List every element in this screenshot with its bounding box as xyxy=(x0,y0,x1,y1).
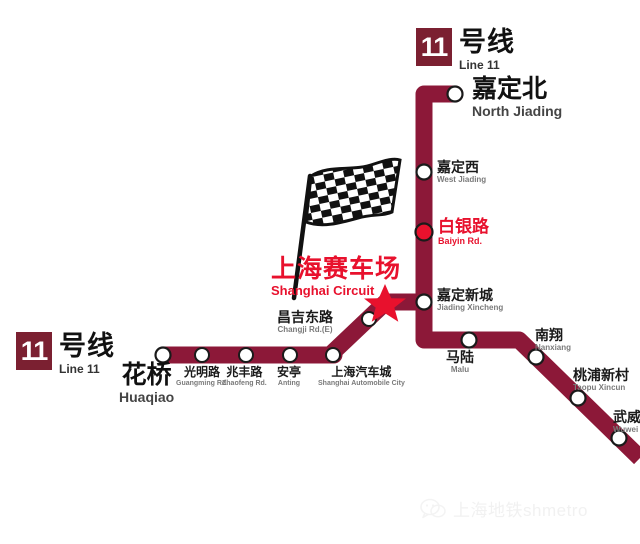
station-marker-baiyin-rd[interactable] xyxy=(414,222,434,242)
watermark: 上海地铁shmetro xyxy=(420,496,588,521)
station-markers xyxy=(154,85,628,447)
station-marker-west-jiading[interactable] xyxy=(415,163,433,181)
line-11-track xyxy=(156,85,640,465)
station-label-north-jiading[interactable]: 嘉定北 North Jiading xyxy=(472,76,562,119)
station-label-guangming-rd[interactable]: 光明路 Guangming Rd. xyxy=(176,366,228,388)
line-badge-bottom-left: 11 号线 Line 11 xyxy=(16,332,115,376)
station-name-cn: 嘉定西 xyxy=(437,159,479,175)
line-badge-cn-label: 号线 xyxy=(59,331,115,361)
red-star-icon xyxy=(364,284,406,322)
station-label-anting[interactable]: 安亭 Anting xyxy=(277,366,301,388)
checkered-flag-icon xyxy=(291,157,402,301)
station-marker-taopu-xincun[interactable] xyxy=(569,389,587,407)
station-name-cn: 武威 xyxy=(613,409,640,425)
station-label-changji-rd-e[interactable]: 昌吉东路 Changji Rd.(E) xyxy=(277,309,333,335)
station-name-en: Huaqiao xyxy=(119,389,175,405)
station-label-baiyin-rd[interactable]: 白银路 Baiyin Rd. xyxy=(438,217,489,247)
station-marker-nanxiang[interactable] xyxy=(527,348,545,366)
station-label-malu[interactable]: 马陆 Malu xyxy=(446,349,474,375)
station-name-en: Nanxiang xyxy=(535,343,572,353)
station-marker-anting[interactable] xyxy=(282,347,298,363)
station-marker-jiading-xincheng[interactable] xyxy=(415,293,433,311)
station-name-en: Shanghai Automobile City xyxy=(318,379,405,387)
line-badge-top-right: 11 号线 Line 11 xyxy=(416,28,515,72)
wechat-icon xyxy=(420,498,446,518)
station-label-huaqiao[interactable]: 花桥 Huaqiao xyxy=(119,362,174,405)
station-name-cn: 安亭 xyxy=(277,365,302,379)
poi-name-en: Shanghai Circuit xyxy=(271,283,375,299)
station-label-shanghai-auto-city[interactable]: 上海汽车城 Shanghai Automobile City xyxy=(318,366,405,388)
station-marker-guangming-rd[interactable] xyxy=(194,347,210,363)
station-label-nanxiang[interactable]: 南翔 Nanxiang xyxy=(535,327,572,353)
track-segment-north xyxy=(415,85,464,311)
line-badge-cn-label: 号线 xyxy=(459,27,515,57)
station-name-cn: 南翔 xyxy=(535,327,563,343)
poi-label-shanghai-circuit[interactable]: 上海赛车场 Shanghai Circuit xyxy=(271,256,401,299)
station-name-en: Wuwei xyxy=(613,425,639,435)
station-name-en: North Jiading xyxy=(472,103,563,119)
station-name-en: Jiading Xincheng xyxy=(437,303,504,313)
line-badge-en-label: Line 11 xyxy=(459,58,500,72)
station-label-taopu-xincun[interactable]: 桃浦新村 Taopu Xincun xyxy=(573,367,629,393)
station-name-en: West Jiading xyxy=(437,175,487,185)
station-label-zhaofeng-rd[interactable]: 兆丰路 Zhaofeng Rd. xyxy=(222,366,267,388)
station-name-en: Guangming Rd. xyxy=(176,379,229,387)
station-label-wuwei[interactable]: 武威 Wuwei xyxy=(613,409,640,435)
station-label-jiading-xincheng[interactable]: 嘉定新城 Jiading Xincheng xyxy=(437,287,504,313)
watermark-text: 上海地铁shmetro xyxy=(453,501,588,520)
line-badge-en-label: Line 11 xyxy=(59,362,100,376)
station-name-en: Taopu Xincun xyxy=(573,383,626,393)
station-marker-shanghai-auto-city[interactable] xyxy=(325,347,341,363)
station-marker-malu[interactable] xyxy=(460,331,478,349)
station-name-en: Changji Rd.(E) xyxy=(277,325,333,335)
station-name-cn: 上海汽车城 xyxy=(331,365,392,379)
station-name-en: Malu xyxy=(450,365,470,375)
station-name-cn: 嘉定新城 xyxy=(437,287,493,303)
station-marker-huaqiao[interactable] xyxy=(154,346,172,364)
poi-name-cn: 上海赛车场 xyxy=(271,255,402,283)
circuit-star-marker xyxy=(364,284,406,322)
station-name-en: Zhaofeng Rd. xyxy=(222,379,267,387)
station-name-cn: 桃浦新村 xyxy=(573,367,629,383)
station-name-cn: 花桥 xyxy=(121,361,172,389)
line-number-badge: 11 xyxy=(16,332,52,370)
station-name-en: Baiyin Rd. xyxy=(438,236,483,247)
line-number-badge: 11 xyxy=(416,28,452,66)
station-name-cn: 光明路 xyxy=(184,365,221,379)
station-marker-north-jiading[interactable] xyxy=(446,85,464,103)
station-marker-wuwei[interactable] xyxy=(610,429,628,447)
station-label-west-jiading[interactable]: 嘉定西 West Jiading xyxy=(437,159,487,185)
station-name-cn: 嘉定北 xyxy=(472,75,548,103)
station-marker-zhaofeng-rd[interactable] xyxy=(238,347,254,363)
station-name-cn: 马陆 xyxy=(446,349,474,365)
station-name-cn: 白银路 xyxy=(438,217,489,236)
station-name-en: Anting xyxy=(277,379,301,387)
station-name-cn: 昌吉东路 xyxy=(277,309,333,325)
station-name-cn: 兆丰路 xyxy=(226,365,263,379)
